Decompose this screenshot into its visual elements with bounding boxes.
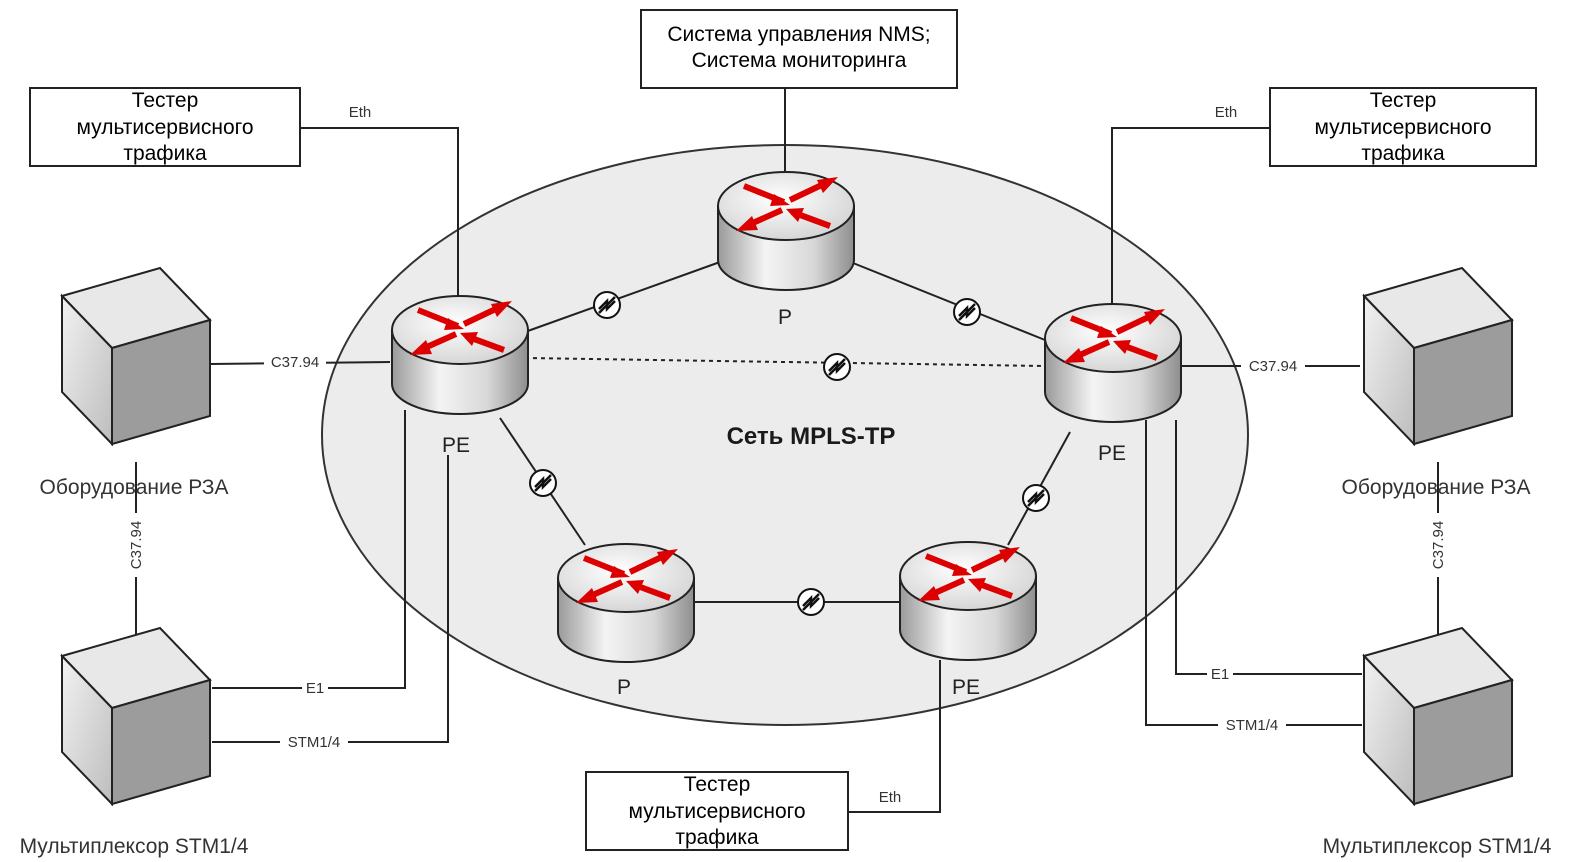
c3794-label-left: C37.94 [264,352,326,372]
router-p-top-icon [718,172,854,290]
network-title: Сеть MPLS-TP [727,423,896,450]
svg-text:Eth: Eth [349,104,372,121]
router-pe-right-icon [1045,304,1181,422]
rza-label-right: Оборудование РЗА [1342,476,1531,499]
router-p-bottom-icon [558,544,694,662]
eth-label-bottom: Eth [874,787,906,807]
router-p-bottom-label: P [617,676,631,699]
svg-text:STM1/4: STM1/4 [1226,717,1279,734]
tester-box-right: Тестер мультисервисного трафика [1269,87,1537,167]
tester-box-left: Тестер мультисервисного трафика [29,87,301,167]
svg-text:C37.94: C37.94 [128,521,145,569]
svg-text:Тестер: Тестер [1370,89,1437,112]
svg-text:Система управления NMS;: Система управления NMS; [667,23,930,46]
stm-label-left: STM1/4 [280,732,348,752]
svg-text:трафика: трафика [123,142,207,165]
svg-text:Eth: Eth [879,789,902,806]
c3794-label-vertical-left: C37.94 [126,513,146,577]
svg-text:мультисервисного: мультисервисного [76,116,253,139]
e1-label-left: E1 [302,678,328,698]
svg-text:E1: E1 [306,680,324,697]
svg-text:трафика: трафика [1361,142,1445,165]
link-node-icon [952,297,982,327]
mux-label-right: Мультиплексор STM1/4 [1323,835,1552,858]
svg-text:STM1/4: STM1/4 [288,734,341,751]
router-pe-left-label: PE [442,434,470,457]
eth-label-right: Eth [1211,102,1241,122]
c3794-label-right: C37.94 [1241,356,1305,376]
router-pe-right-label: PE [1098,442,1126,465]
nms-box: Система управления NMS; Система монитори… [640,9,958,89]
svg-text:мультисервисного: мультисервисного [628,800,805,823]
router-pe-bottom-icon [900,542,1036,660]
router-p-top-label: P [778,306,792,329]
mux-label-left: Мультиплексор STM1/4 [20,835,249,858]
router-pe-left-icon [392,296,528,414]
stm-label-right: STM1/4 [1218,715,1286,735]
e1-label-right: E1 [1207,664,1233,684]
c3794-label-vertical-right: C37.94 [1428,513,1448,577]
svg-text:трафика: трафика [675,826,759,849]
svg-text:C37.94: C37.94 [271,354,319,371]
link-node-icon [822,352,852,382]
mux-device-left-icon [61,627,211,805]
svg-text:C37.94: C37.94 [1430,521,1447,569]
svg-text:мультисервисного: мультисервисного [1314,116,1491,139]
svg-text:E1: E1 [1211,666,1229,683]
rza-device-right-icon [1363,267,1513,445]
router-pe-bottom-label: PE [952,676,980,699]
link-node-icon [592,290,622,320]
link-node-icon [796,587,826,617]
mux-device-right-icon [1363,627,1513,805]
link-node-icon [1021,483,1051,513]
svg-text:Тестер: Тестер [132,89,199,112]
svg-text:Eth: Eth [1215,104,1238,121]
svg-text:Тестер: Тестер [684,773,751,796]
tester-box-bottom: Тестер мультисервисного трафика [585,771,849,851]
rza-device-left-icon [61,267,211,445]
svg-text:Система мониторинга: Система мониторинга [692,49,907,72]
link-node-icon [528,468,558,498]
rza-label-left: Оборудование РЗА [40,476,229,499]
svg-text:C37.94: C37.94 [1249,358,1297,375]
eth-label-left: Eth [345,102,375,122]
